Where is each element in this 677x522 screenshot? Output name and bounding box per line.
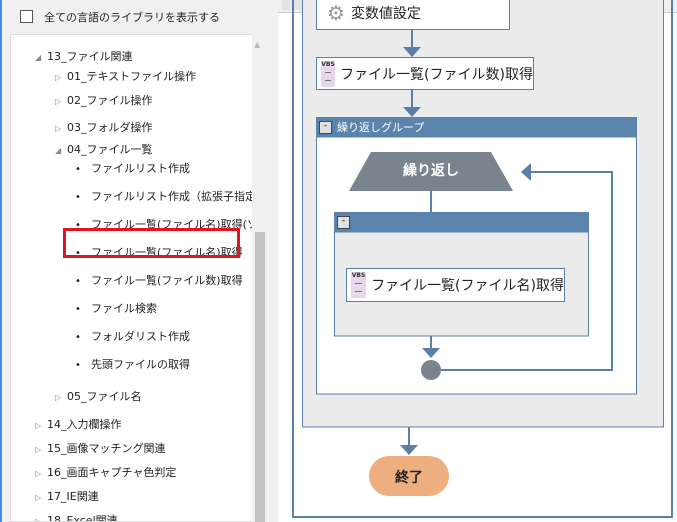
tree-item[interactable]: ▷ 17_IE関連	[35, 488, 99, 504]
tree-item-label: 17_IE関連	[47, 490, 99, 503]
tree-item[interactable]: • ファイル検索	[75, 300, 157, 316]
tree-item-label: 先頭ファイルの取得	[91, 358, 190, 371]
show-all-languages-checkbox[interactable]	[20, 10, 33, 23]
gear-icon: ⚙	[327, 1, 345, 25]
tree-item[interactable]: • ファイルリスト作成（拡張子指定）	[75, 188, 267, 204]
tree-item-label: 13_ファイル関連	[47, 50, 133, 63]
vbs-script-icon: VBS	[321, 60, 336, 87]
tree-item-label: ファイル一覧(ファイル数)取得	[91, 274, 243, 287]
tree-item[interactable]: ▷ 15_画像マッチング関連	[35, 440, 166, 456]
bullet-icon[interactable]: •	[75, 276, 81, 287]
tree-item[interactable]: • ファイルリスト作成	[75, 160, 190, 176]
scrollbar-thumb[interactable]	[255, 232, 265, 522]
expanded-triangle-icon[interactable]: ◢	[35, 53, 42, 62]
tree-item[interactable]: ▷ 01_テキストファイル操作	[55, 68, 196, 84]
tree-item-label: 03_フォルダ操作	[67, 121, 153, 134]
bullet-icon[interactable]: •	[75, 304, 81, 315]
expanded-triangle-icon[interactable]: ◢	[55, 146, 62, 155]
tree-item-label: 02_ファイル操作	[67, 94, 153, 107]
tree-item-label: ファイル一覧(ファイル名)取得(ソート)	[91, 218, 268, 231]
tree-item[interactable]: • ファイル一覧(ファイル名)取得(ソート)	[75, 216, 268, 232]
tree-item[interactable]: ▷ 18_Excel関連	[35, 512, 118, 522]
tree-item[interactable]: ▷ 03_フォルダ操作	[55, 119, 153, 135]
show-all-languages-label: 全ての言語のライブラリを表示する	[44, 11, 220, 24]
collapsed-triangle-icon[interactable]: ▷	[55, 73, 62, 82]
tree-item-label: 15_画像マッチング関連	[47, 442, 166, 455]
collapsed-triangle-icon[interactable]: ▷	[55, 124, 62, 133]
tree-item-label: 14_入力欄操作	[47, 418, 122, 431]
collapsed-triangle-icon[interactable]: ▷	[35, 517, 42, 522]
loop-end-circle	[421, 360, 441, 380]
scroll-up-icon[interactable]: ▲	[254, 40, 261, 49]
collapsed-triangle-icon[interactable]: ▷	[35, 421, 42, 430]
collapsed-triangle-icon[interactable]: ▷	[35, 493, 42, 502]
connectors	[408, 30, 613, 448]
end-shape	[369, 456, 449, 496]
bullet-icon[interactable]: •	[75, 360, 81, 371]
tree-item[interactable]: • ファイル一覧(ファイル数)取得	[75, 272, 243, 288]
tree-item-label: ファイルリスト作成（拡張子指定）	[91, 190, 267, 203]
collapsed-triangle-icon[interactable]: ▷	[55, 97, 62, 106]
tree-item-label: 16_画面キャプチャ色判定	[47, 466, 177, 479]
flow-frame	[292, 0, 673, 518]
node-set-variable[interactable]: ⚙ 変数値設定	[316, 0, 510, 30]
tree-item[interactable]: ▷ 16_画面キャプチャ色判定	[35, 464, 176, 480]
tree-item-label: 18_Excel関連	[47, 514, 118, 522]
bullet-icon[interactable]: •	[75, 220, 81, 231]
end-label[interactable]: 終了	[395, 470, 423, 486]
tree-item[interactable]: ▷ 05_ファイル名	[55, 388, 142, 404]
tree-item[interactable]: ◢ 13_ファイル関連	[35, 48, 133, 64]
inner-group-header[interactable]: -	[334, 212, 589, 232]
library-tree: ◢ 13_ファイル関連 ▷ 01_テキストファイル操作 ▷ 02_ファイル操作 ▷ 03_フォ…	[10, 34, 268, 522]
tree-item-label: 04_ファイル一覧	[67, 143, 153, 156]
tree-item[interactable]: • フォルダリスト作成	[75, 328, 190, 344]
collapse-button[interactable]: -	[319, 120, 332, 134]
tree-item[interactable]: • 先頭ファイルの取得	[75, 356, 190, 372]
tree-item-label: 01_テキストファイル操作	[67, 70, 197, 83]
tree-item-label: ファイル検索	[91, 302, 157, 315]
arrowheads	[400, 47, 531, 455]
loop-group-header[interactable]: - 繰り返しグループ	[316, 117, 637, 137]
bullet-icon[interactable]: •	[75, 192, 81, 203]
tree-item[interactable]: ▷ 14_入力欄操作	[35, 416, 122, 432]
tree-item-label: フォルダリスト作成	[91, 330, 190, 343]
tree-item[interactable]: ▷ 02_ファイル操作	[55, 92, 153, 108]
loop-label[interactable]: 繰り返し	[403, 163, 459, 179]
bullet-icon[interactable]: •	[75, 332, 81, 343]
tree-item[interactable]: ◢ 04_ファイル一覧	[55, 141, 153, 157]
collapsed-triangle-icon[interactable]: ▷	[35, 445, 42, 454]
bullet-icon[interactable]: •	[75, 248, 81, 259]
tree-item-label: 05_ファイル名	[67, 390, 142, 403]
collapsed-triangle-icon[interactable]: ▷	[35, 469, 42, 478]
collapsed-triangle-icon[interactable]: ▷	[55, 393, 62, 402]
window-edge	[0, 0, 2, 522]
node-file-names[interactable]: VBS ファイル一覧(ファイル名)取得	[346, 268, 565, 302]
loop-shape	[349, 152, 513, 191]
bullet-icon[interactable]: •	[75, 164, 81, 175]
highlight-box	[63, 228, 240, 258]
tree-item-label: ファイルリスト作成	[91, 162, 190, 175]
collapse-button[interactable]: -	[337, 215, 350, 229]
node-file-count[interactable]: VBS ファイル一覧(ファイル数)取得	[316, 57, 534, 90]
vbs-script-icon: VBS	[351, 272, 367, 298]
